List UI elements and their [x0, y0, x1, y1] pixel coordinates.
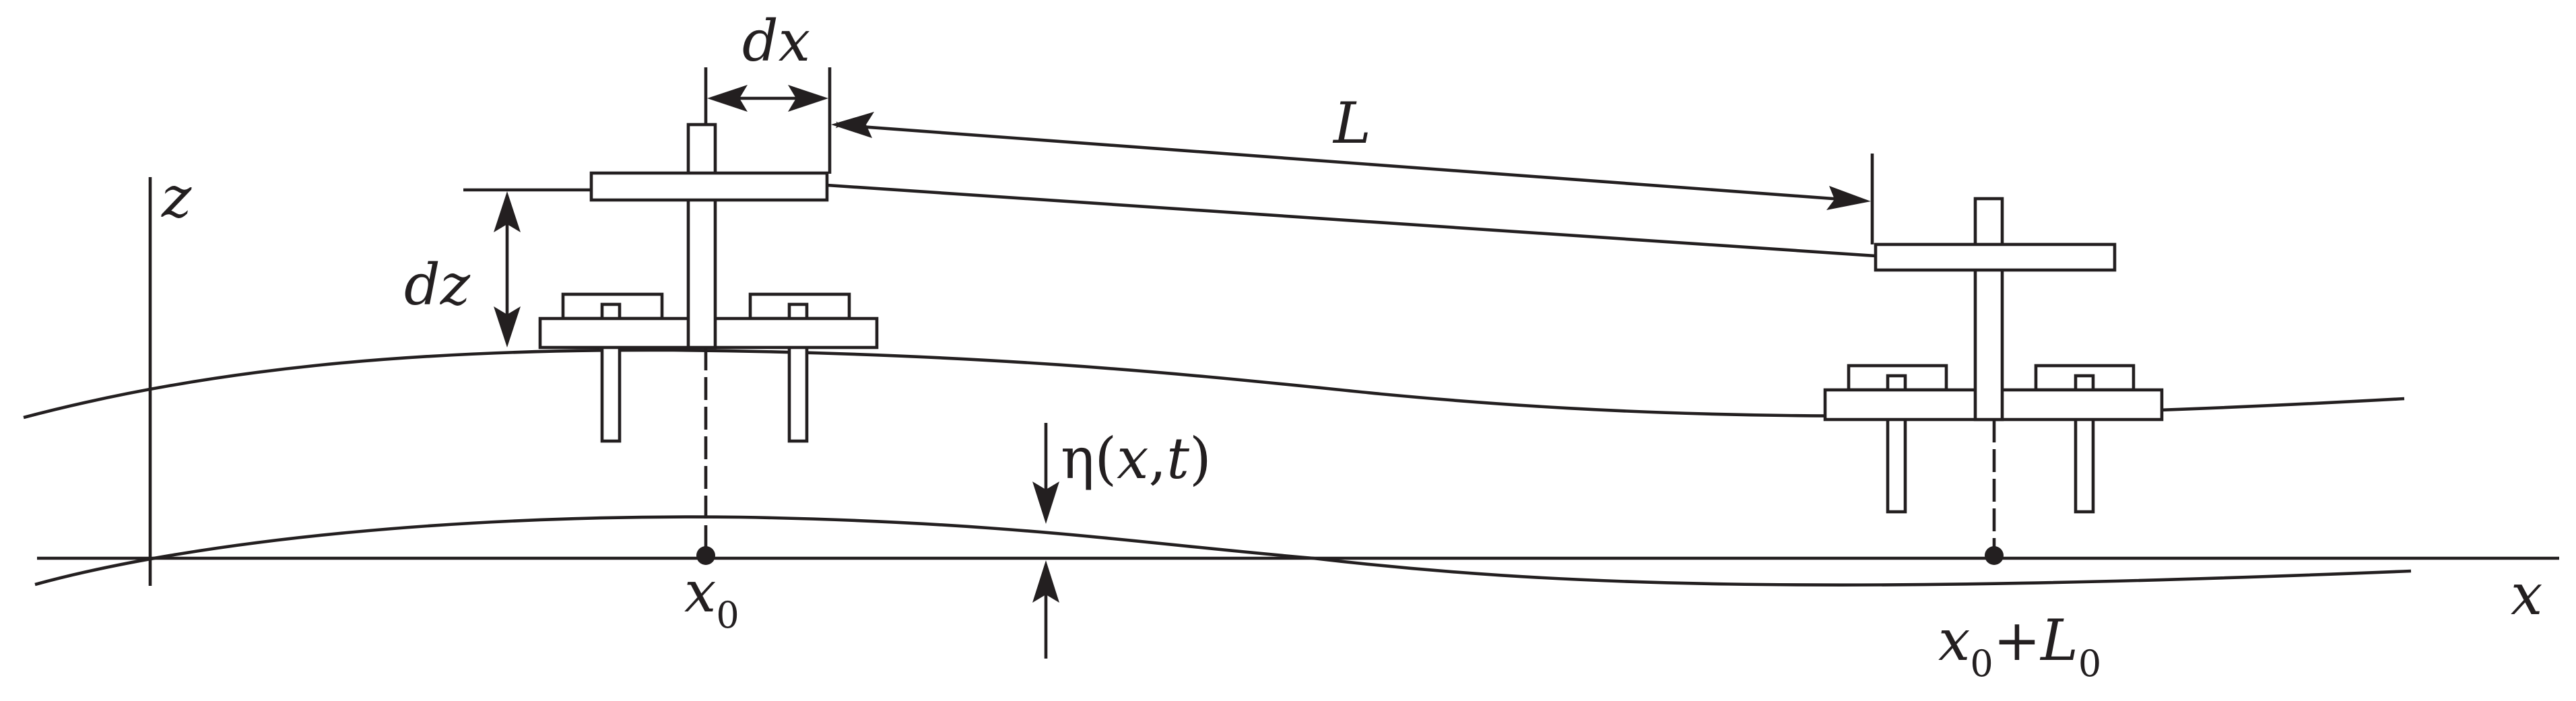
dx-arrowhead-left [707, 85, 748, 112]
wave-elevation-curve [34, 515, 2412, 587]
x0-plus-l0-point-marker [1985, 546, 2004, 565]
float-left-mast [686, 123, 717, 349]
eta-arrowhead-top [1032, 481, 1059, 524]
eta-symbol: η [1061, 426, 1094, 492]
float-left [538, 123, 879, 565]
dx-label: dx [742, 8, 810, 74]
eta-open-paren: ( [1094, 426, 1117, 492]
eta-close-paren: ) [1189, 426, 1212, 492]
eta-label: η(x,t) [1061, 426, 1212, 492]
xL-base: x [1938, 607, 1970, 673]
x0-plus-l0-label: x0+L0 [1938, 607, 2101, 685]
L-arrowhead-left [831, 112, 874, 138]
float-left-crossbar [589, 171, 829, 202]
x-axis-label: x [2511, 562, 2542, 628]
x0-base: x [684, 559, 716, 625]
L-label: L [1332, 90, 1371, 156]
xL-L-subscript: 0 [2078, 642, 2101, 685]
eta-comma: , [1148, 426, 1166, 492]
dz-label: dz [404, 252, 471, 318]
z-axis-label: z [161, 164, 192, 230]
dz-arrowhead-top [494, 191, 521, 232]
L-dimension-arrow [835, 121, 1861, 204]
eta-x: x [1117, 426, 1148, 492]
x0-subscript: 0 [716, 594, 739, 636]
xL-plus: + [1993, 607, 2041, 673]
dz-arrowhead-bottom [494, 306, 521, 347]
crossbar-connector-line [826, 183, 1876, 258]
dx-arrowhead-right [788, 85, 828, 112]
L-arrowhead-right [1826, 186, 1871, 210]
x0-label: x0 [684, 559, 739, 636]
xL-L: L [2039, 607, 2078, 673]
float-right-crossbar [1874, 242, 2117, 272]
float-right-mast [1973, 197, 2004, 422]
eta-t: t [1166, 426, 1189, 492]
float-right [1823, 197, 2164, 565]
xL-subscript: 0 [1970, 642, 1993, 685]
eta-arrowhead-bottom [1032, 560, 1059, 603]
x0-point-marker [696, 546, 715, 565]
